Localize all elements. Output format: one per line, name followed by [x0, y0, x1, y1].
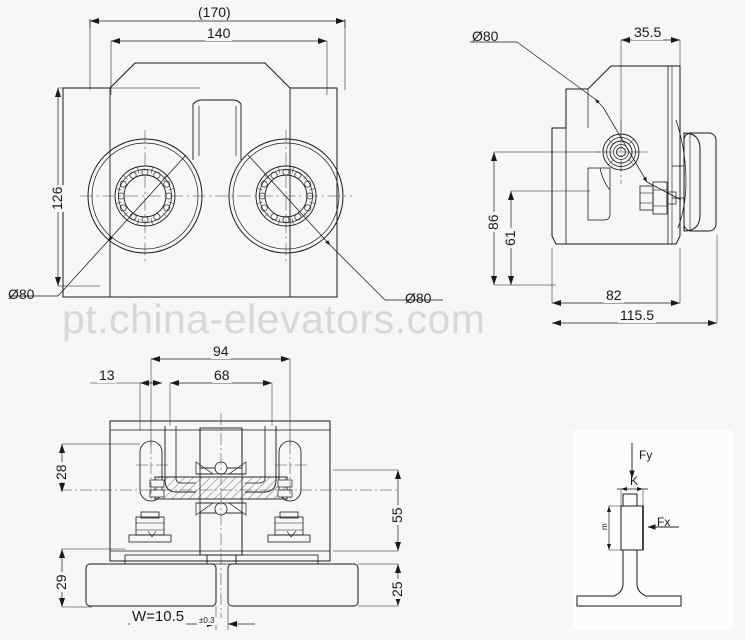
dim-plan-body-height: 55 [389, 505, 405, 525]
plan-section-geometry [59, 356, 401, 630]
dim-plan-slot-height: 28 [53, 462, 69, 482]
dim-plan-span-inner: 68 [212, 367, 232, 383]
dim-side-depth-body: 82 [604, 287, 624, 303]
front-view-geometry [10, 18, 443, 301]
dim-side-height-inner: 61 [502, 228, 518, 248]
label-force-vertical: Fy [639, 448, 653, 462]
dim-front-roller-dia-left: Ø80 [8, 286, 35, 302]
dim-plan-rail-height: 25 [389, 579, 405, 599]
label-rail-head-height: m [600, 523, 609, 530]
load-diagram-geometry [573, 430, 733, 630]
dim-side-height-total: 86 [485, 212, 501, 232]
dim-side-depth-overall: 115.5 [618, 307, 656, 323]
dim-front-overall-width: (170) [196, 4, 233, 20]
dim-plan-base-height: 29 [53, 572, 69, 592]
dim-front-height: 126 [49, 184, 65, 212]
dim-front-mounting-width: 140 [205, 25, 233, 41]
dim-plan-rail-width-tolerance: ±0.3 [197, 616, 217, 626]
dim-front-roller-dia-right: Ø80 [405, 290, 432, 306]
dim-plan-rail-width: W=10.5 [130, 608, 187, 625]
label-rail-head-width: K [630, 474, 639, 488]
label-force-horizontal: Fx [657, 515, 671, 529]
side-view-geometry [470, 37, 718, 326]
dim-side-offset-top: 35.5 [632, 24, 664, 40]
watermark: pt.china-elevators.com [62, 296, 486, 342]
dim-plan-span-outer: 94 [211, 343, 231, 359]
dim-side-roller-dia: Ø80 [472, 28, 499, 44]
dim-plan-edge-offset: 13 [97, 367, 117, 383]
